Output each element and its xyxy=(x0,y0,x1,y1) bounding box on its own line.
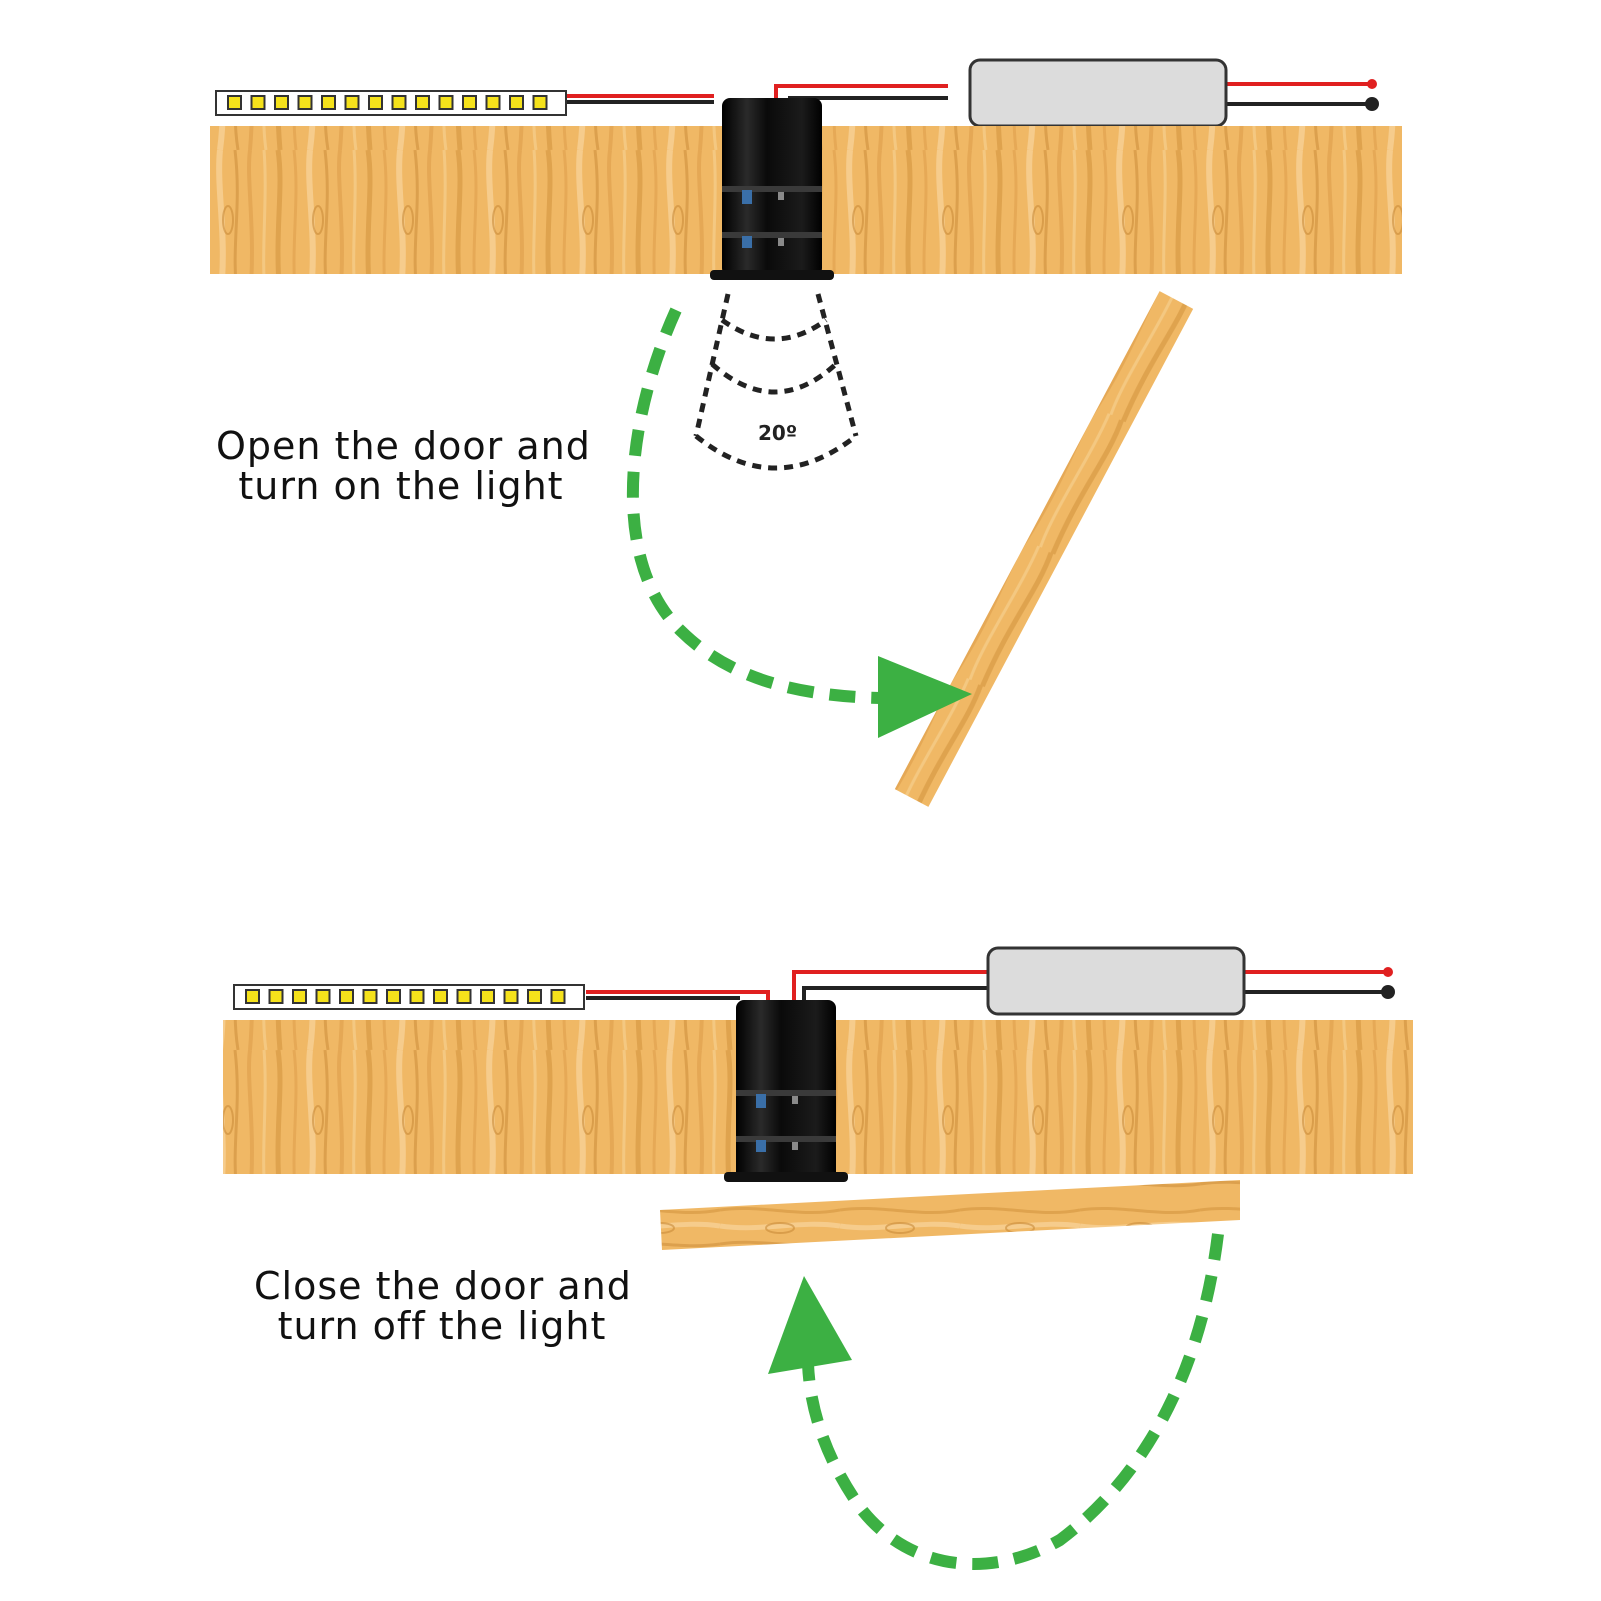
detection-edge-right xyxy=(815,293,859,437)
detection-zone xyxy=(693,293,859,471)
led-chip xyxy=(415,95,430,110)
led-chip xyxy=(315,989,331,1004)
arrow-head-open xyxy=(878,656,972,738)
led-chip xyxy=(339,989,354,1004)
red-wire-sensor-to-driver xyxy=(792,970,988,1000)
detection-arc-3 xyxy=(694,434,858,471)
led-chip xyxy=(268,989,284,1004)
sensor-highlight xyxy=(742,236,752,248)
led-chip xyxy=(485,95,501,110)
sensor-ring xyxy=(736,1090,836,1096)
led-driver-box xyxy=(968,58,1228,128)
sensor-highlight xyxy=(778,192,784,200)
led-chip xyxy=(462,95,477,110)
led-chip xyxy=(503,989,519,1004)
led-chip xyxy=(532,95,548,110)
sensor-highlight xyxy=(792,1142,798,1150)
caption-open-line-2: turn on the light xyxy=(238,464,564,508)
red-wire-left xyxy=(586,990,770,1000)
arrow-path-open xyxy=(626,307,881,704)
red-terminal xyxy=(1367,79,1377,89)
sensor-ring xyxy=(722,186,822,192)
door-sensor xyxy=(710,98,834,280)
curved-dashed-arrow-icon xyxy=(768,1233,1224,1570)
caption-open: Open the door and turn on the light xyxy=(216,424,591,508)
led-chip xyxy=(344,95,360,110)
sensor-ring xyxy=(722,232,822,238)
led-chip xyxy=(527,989,542,1004)
led-chip xyxy=(550,989,566,1004)
led-chips xyxy=(245,989,566,1004)
sensor-ring xyxy=(736,1136,836,1142)
led-chip xyxy=(480,989,495,1004)
black-terminal xyxy=(1381,985,1395,999)
led-driver-box xyxy=(986,946,1246,1016)
wiring-close xyxy=(586,967,1395,1000)
detection-arc-2 xyxy=(710,362,838,395)
sensor-flange xyxy=(710,270,834,280)
led-chip xyxy=(292,989,307,1004)
panel-close xyxy=(223,946,1413,1570)
panel-open: 20º xyxy=(210,58,1402,807)
led-chip xyxy=(245,989,260,1004)
door-sensor xyxy=(724,1000,848,1182)
led-chip xyxy=(368,95,383,110)
red-terminal xyxy=(1383,967,1393,977)
sensor-flange xyxy=(724,1172,848,1182)
led-chip xyxy=(321,95,336,110)
caption-close-line-1: Close the door and xyxy=(254,1264,632,1308)
led-chips xyxy=(227,95,548,110)
red-wire-sensor-to-driver xyxy=(774,84,948,100)
caption-close: Close the door and turn off the light xyxy=(254,1264,632,1348)
led-chip xyxy=(386,989,401,1004)
led-strip-open xyxy=(215,90,567,116)
caption-open-line-1: Open the door and xyxy=(216,424,591,468)
sensor-highlight xyxy=(792,1096,798,1104)
caption-close-line-2: turn off the light xyxy=(277,1304,607,1348)
sensor-highlight xyxy=(756,1140,766,1152)
black-wire-sensor-to-driver xyxy=(802,986,988,1000)
led-chip xyxy=(250,95,266,110)
sensor-highlight xyxy=(778,238,784,246)
curved-dashed-arrow-icon xyxy=(626,307,972,738)
wiring-open xyxy=(556,79,1379,111)
led-chip xyxy=(297,95,313,110)
sensor-highlight xyxy=(742,190,752,204)
led-chip xyxy=(433,989,448,1004)
detection-arc-1 xyxy=(720,317,828,342)
door-closed xyxy=(660,1180,1240,1250)
detection-angle-label: 20º xyxy=(758,421,797,445)
led-strip-close xyxy=(233,984,585,1010)
led-chip xyxy=(362,989,378,1004)
black-terminal xyxy=(1365,97,1379,111)
led-chip xyxy=(274,95,289,110)
door-leaf xyxy=(894,291,1194,807)
arrow-head-close xyxy=(768,1276,852,1374)
led-chip xyxy=(391,95,407,110)
led-chip xyxy=(456,989,472,1004)
led-chip xyxy=(409,989,425,1004)
sensor-highlight xyxy=(756,1094,766,1108)
led-chip xyxy=(509,95,524,110)
door-open xyxy=(894,291,1194,807)
arrow-path-close xyxy=(802,1233,1224,1570)
led-chip xyxy=(227,95,242,110)
led-chip xyxy=(438,95,454,110)
